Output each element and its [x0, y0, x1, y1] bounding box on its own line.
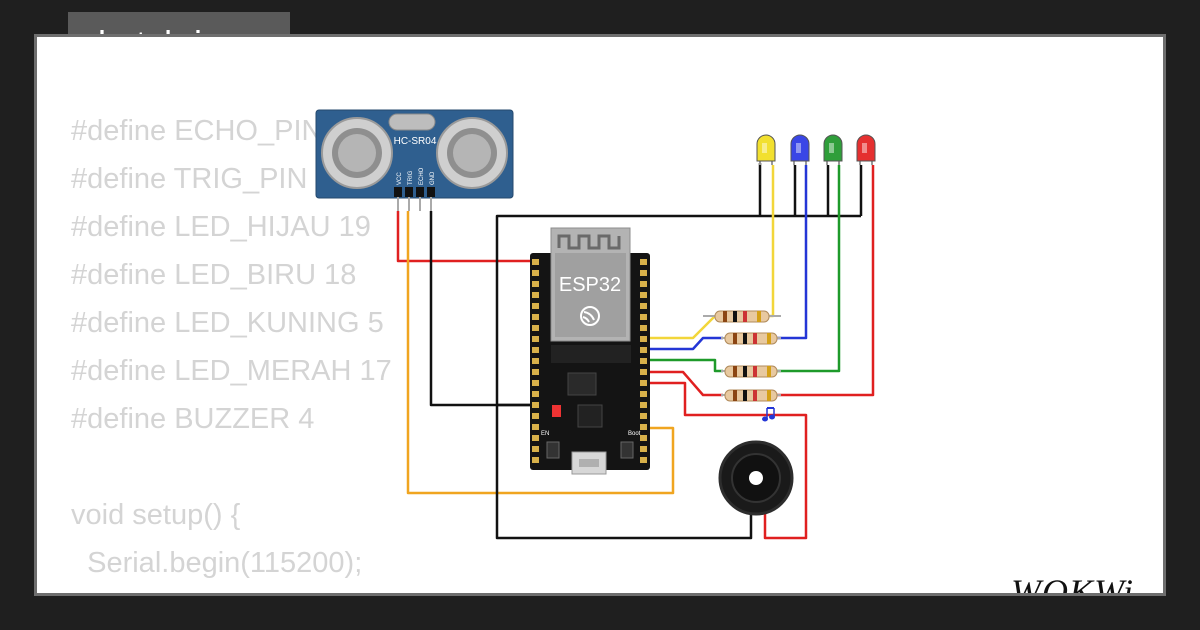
wire-trig [406, 211, 675, 495]
boot-button-label: Boot [628, 431, 641, 437]
pin-vcc-label: VCC [397, 172, 403, 185]
board-pins-right [640, 259, 647, 463]
transducer-left [321, 117, 393, 189]
wire-vcc [396, 211, 535, 263]
leds[interactable] [756, 134, 876, 165]
sensor-pins: VCC TRIG ECHO GND [397, 167, 436, 185]
resistor-4 [721, 389, 781, 402]
pin-gnd-label: GND [430, 171, 436, 185]
sensor-model-label: HC-SR04 [394, 136, 437, 147]
pin-trig-label: TRIG [408, 170, 414, 185]
sensor-pin-headers [394, 187, 435, 197]
preview-frame: #define ECHO_PIN 2 #define TRIG_PIN 15 #… [34, 34, 1166, 596]
esp32-board[interactable]: ESP32 EN Boot [530, 227, 650, 475]
wire-red-led [643, 165, 875, 397]
wire-sensor-gnd [429, 211, 535, 407]
en-button [546, 441, 560, 459]
boot-button [620, 441, 634, 459]
red-led[interactable] [856, 134, 876, 165]
resistors [703, 310, 781, 402]
wire-buzzer [643, 381, 808, 540]
board-pins-left [532, 259, 539, 463]
buzzer[interactable] [718, 407, 794, 516]
transducer-right [436, 117, 508, 189]
yellow-led[interactable] [756, 134, 776, 165]
resistor-1 [703, 310, 781, 323]
green-led[interactable] [823, 134, 843, 165]
circuit-diagram: HC-SR04 VCC TRIG ECHO GND ESP32 [315, 109, 876, 540]
en-button-label: EN [541, 431, 549, 437]
wire-green [643, 165, 841, 373]
blue-led[interactable] [790, 134, 810, 165]
board-label: ESP32 [559, 274, 621, 296]
pin-echo-label: ECHO [419, 167, 425, 185]
wokwi-logo: WOKWi [1011, 572, 1134, 596]
resistor-3 [721, 365, 781, 378]
wire-ground-buzzer [495, 405, 753, 540]
espressif-logo-icon [580, 306, 600, 326]
music-note-icon [762, 407, 775, 422]
ultrasonic-sensor[interactable]: HC-SR04 VCC TRIG ECHO GND [315, 109, 514, 211]
wire-ground-bus [495, 214, 861, 407]
wire-blue [643, 165, 808, 351]
resistor-2 [721, 332, 781, 345]
svg-text:WOKWi: WOKWi [1011, 572, 1134, 596]
